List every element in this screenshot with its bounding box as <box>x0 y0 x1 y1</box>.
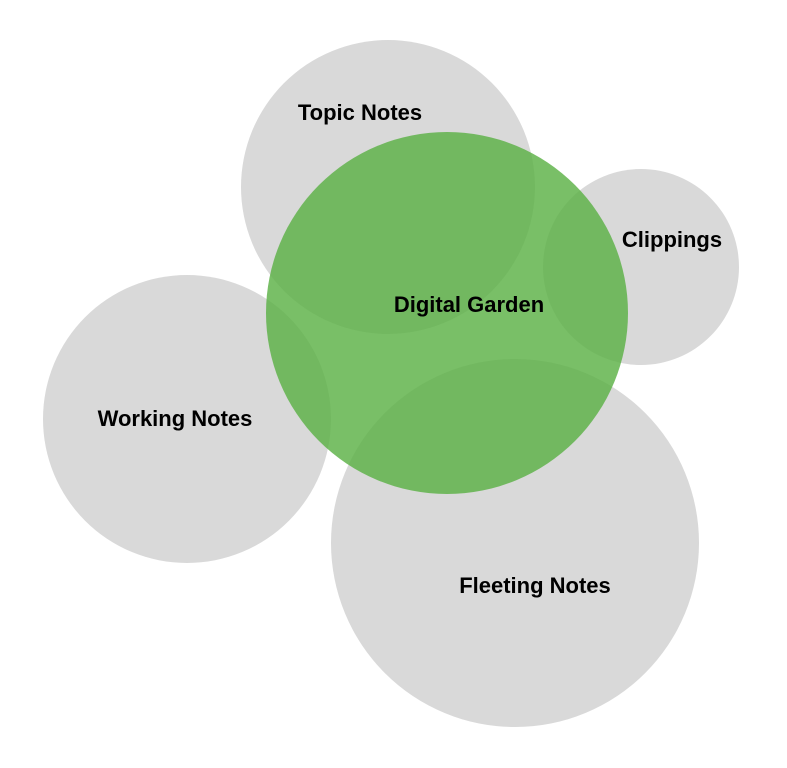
working-notes-label: Working Notes <box>98 406 253 431</box>
clippings-label: Clippings <box>622 227 722 252</box>
digital-garden-circle <box>266 132 628 494</box>
fleeting-notes-label: Fleeting Notes <box>459 573 611 598</box>
digital-garden-label: Digital Garden <box>394 292 544 317</box>
working-notes-circle <box>43 275 331 563</box>
topic-notes-label: Topic Notes <box>298 100 422 125</box>
